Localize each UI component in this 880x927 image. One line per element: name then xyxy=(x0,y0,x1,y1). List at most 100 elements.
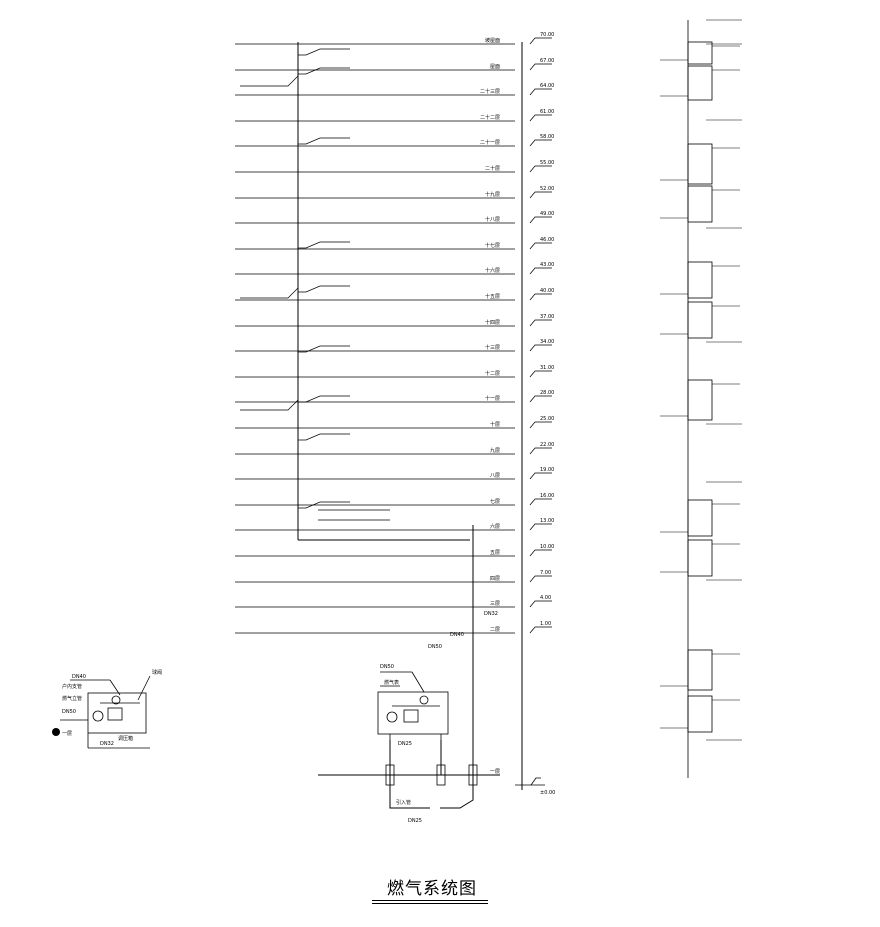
floor-label: 二十层 xyxy=(485,165,500,172)
title-underline xyxy=(372,903,488,904)
branch-pipe xyxy=(298,137,350,145)
elevation-marker xyxy=(529,216,552,224)
floor-label: 八层 xyxy=(490,473,500,479)
svg-text:DN50: DN50 xyxy=(380,664,394,670)
svg-text:户内支管: 户内支管 xyxy=(62,683,82,690)
elevation-marker xyxy=(529,498,552,506)
svg-text:调压箱: 调压箱 xyxy=(118,735,133,742)
riser-branches xyxy=(240,48,390,521)
elevation-marker xyxy=(529,88,552,96)
appliance-unit xyxy=(687,649,713,691)
branch-pipe xyxy=(298,395,350,403)
branch-pipe xyxy=(298,285,350,293)
elevation-label: 43.00 xyxy=(540,262,554,268)
elevation-label: 40.00 xyxy=(540,288,554,294)
side-branch xyxy=(240,399,299,411)
elevation-marker xyxy=(529,447,552,455)
appliance-unit xyxy=(687,41,713,65)
svg-text:DN40: DN40 xyxy=(450,632,464,638)
elevation-marker xyxy=(529,370,552,378)
floor-label: 四层 xyxy=(490,576,500,582)
diagram-title: 燃气系统图 xyxy=(387,879,477,899)
floor-label: 二十一层 xyxy=(480,139,500,146)
right-units xyxy=(660,19,742,741)
floor-label: 十三层 xyxy=(485,344,500,351)
elevation-label: 37.00 xyxy=(540,314,554,320)
floor-label: 三层 xyxy=(490,601,500,607)
floor-lines xyxy=(235,37,552,634)
elevation-label: 61.00 xyxy=(540,109,554,115)
elevation-label: 58.00 xyxy=(540,134,554,140)
elevation-marker xyxy=(529,575,552,583)
north-arrow-icon: 一层 xyxy=(52,728,72,737)
elevation-label: 10.00 xyxy=(540,544,554,550)
elevation-label: 70.00 xyxy=(540,32,554,38)
left-detail-assembly xyxy=(60,675,151,749)
elevation-label: 4.00 xyxy=(540,595,551,601)
elevation-label: 22.00 xyxy=(540,442,554,448)
elevation-label: 55.00 xyxy=(540,160,554,166)
svg-text:DN40: DN40 xyxy=(72,674,86,680)
elevation-label: 34.00 xyxy=(540,339,554,345)
elevation-label: 25.00 xyxy=(540,416,554,422)
elevation-marker xyxy=(529,421,552,429)
elevation-marker xyxy=(529,626,552,634)
elevation-label: 19.00 xyxy=(540,467,554,473)
elevation-marker xyxy=(529,293,552,301)
appliance-unit xyxy=(687,143,713,185)
elevation-marker xyxy=(529,549,552,557)
floor-label: 六层 xyxy=(490,523,500,530)
elevation-label: 52.00 xyxy=(540,186,554,192)
floor-label: 五层 xyxy=(490,550,500,556)
floor-label: 坡屋面 xyxy=(485,37,500,44)
elevation-label: 67.00 xyxy=(540,58,554,64)
floor-label: 屋面 xyxy=(490,64,500,70)
elevation-label: 7.00 xyxy=(540,570,551,576)
svg-text:一层: 一层 xyxy=(62,731,72,737)
elevation-marker xyxy=(529,63,552,71)
branch-pipe xyxy=(298,345,350,353)
ground-label: 一层 xyxy=(490,769,500,775)
svg-text:DN50: DN50 xyxy=(62,709,76,715)
svg-text:燃气立管: 燃气立管 xyxy=(62,695,82,702)
elevation-marker xyxy=(529,344,552,352)
elevation-marker xyxy=(529,37,552,45)
elevation-label: 13.00 xyxy=(540,518,554,524)
floor-label: 十二层 xyxy=(485,370,500,377)
ground-elevation: ±0.00 xyxy=(540,790,555,796)
elevation-marker xyxy=(529,472,552,480)
elevation-label: 64.00 xyxy=(540,83,554,89)
elevation-marker xyxy=(529,139,552,147)
svg-text:燃气表: 燃气表 xyxy=(384,679,399,686)
floor-label: 七层 xyxy=(490,498,500,505)
svg-text:DN25: DN25 xyxy=(408,818,422,824)
floor-label: 二层 xyxy=(490,627,500,633)
appliance-unit xyxy=(687,539,713,577)
ground-symbol xyxy=(515,777,545,786)
svg-text:球阀: 球阀 xyxy=(152,669,162,676)
title-underline xyxy=(372,900,488,901)
appliance-unit xyxy=(687,185,713,223)
elevation-marker xyxy=(529,319,552,327)
side-branch xyxy=(240,75,299,87)
elevation-label: 16.00 xyxy=(540,493,554,499)
appliance-unit xyxy=(687,65,713,101)
branch-pipe xyxy=(298,433,350,441)
appliance-unit xyxy=(687,261,713,299)
floor-label: 二十三层 xyxy=(480,88,500,95)
svg-text:DN32: DN32 xyxy=(484,611,498,617)
center-detail-assembly xyxy=(377,671,478,786)
branch-pipe xyxy=(298,501,350,509)
appliance-unit xyxy=(687,499,713,537)
elevation-label: 46.00 xyxy=(540,237,554,243)
elevation-marker xyxy=(529,600,552,608)
appliance-unit xyxy=(687,695,713,733)
elevation-marker xyxy=(529,267,552,275)
elevation-label: 49.00 xyxy=(540,211,554,217)
floor-label: 十六层 xyxy=(485,267,500,274)
elevation-marker xyxy=(529,114,552,122)
floor-label: 二十二层 xyxy=(480,114,500,121)
branch-pipe xyxy=(298,67,350,75)
svg-text:DN50: DN50 xyxy=(428,644,442,650)
